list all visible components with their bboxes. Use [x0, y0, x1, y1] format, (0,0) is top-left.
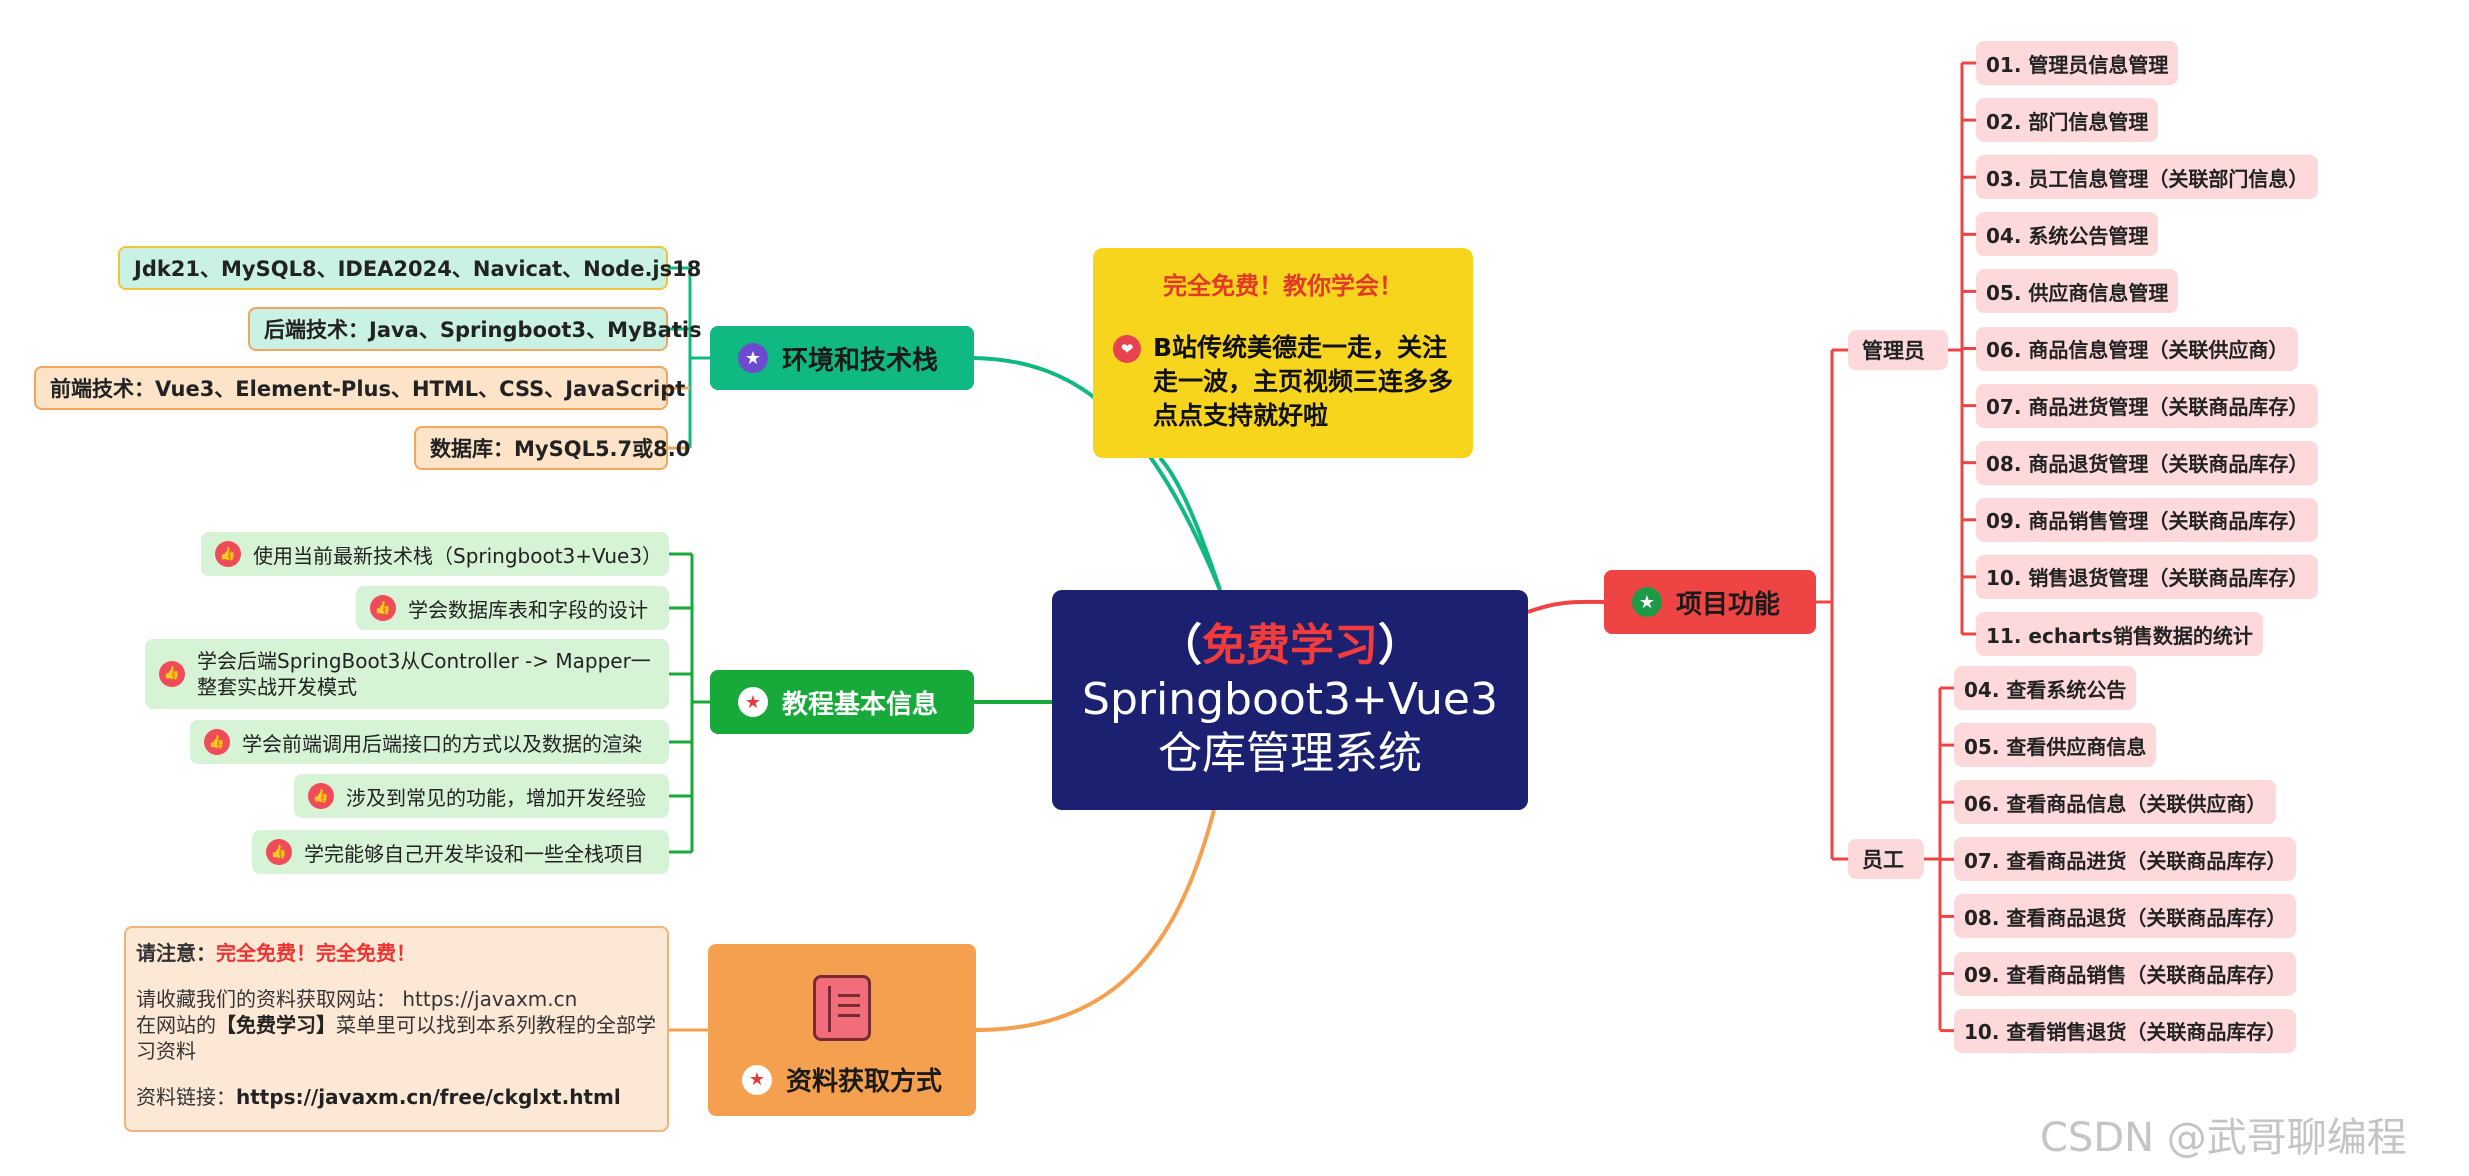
central-topic-line2: Springboot3+Vue3	[1082, 674, 1498, 725]
notebook-icon	[813, 975, 871, 1041]
thumbs-up-icon: 👍	[215, 541, 241, 567]
watermark: CSDN @武哥聊编程	[2040, 1115, 2407, 1161]
topic-features-label: 项目功能	[1676, 589, 1781, 620]
warn-free: 完全免费！完全免费！	[216, 941, 416, 965]
env-item-frontend[interactable]: 前端技术：Vue3、Element-Plus、HTML、CSS、JavaScri…	[34, 366, 685, 410]
admin-feature-item[interactable]: 04. 系统公告管理	[1976, 212, 2159, 257]
thumbs-up-icon: 👍	[308, 783, 334, 809]
employee-feature-item[interactable]: 07. 查看商品进货（关联商品库存）	[1954, 837, 2297, 882]
tutorial-item[interactable]: 👍涉及到常见的功能，增加开发经验	[294, 774, 669, 818]
admin-feature-item[interactable]: 06. 商品信息管理（关联供应商）	[1976, 326, 2299, 371]
star-icon: ★	[741, 1064, 772, 1095]
topic-tutorial-info[interactable]: ★ 教程基本信息	[710, 670, 974, 734]
employee-feature-item[interactable]: 08. 查看商品退货（关联商品库存）	[1954, 894, 2297, 939]
free-learning-label: 免费学习	[1202, 620, 1378, 671]
tutorial-item[interactable]: 👍学会前端调用后端接口的方式以及数据的渲染	[190, 720, 669, 764]
admin-feature-item[interactable]: 03. 员工信息管理（关联部门信息）	[1976, 155, 2319, 200]
thumbs-up-icon: 👍	[159, 661, 185, 687]
tutorial-item[interactable]: 👍使用当前最新技术栈（Springboot3+Vue3）	[201, 532, 669, 576]
note-headline: 完全免费！教你学会！	[1163, 272, 1403, 300]
admin-feature-item[interactable]: 08. 商品退货管理（关联商品库存）	[1976, 440, 2319, 485]
env-item-backend[interactable]: 后端技术：Java、Springboot3、MyBatis	[248, 307, 702, 351]
employee-feature-item[interactable]: 10. 查看销售退货（关联商品库存）	[1954, 1008, 2297, 1053]
topic-features[interactable]: ★ 项目功能	[1604, 570, 1816, 634]
thumbs-up-icon: 👍	[204, 729, 230, 755]
warn-label: 请注意：	[136, 941, 216, 965]
topic-resources-label: 资料获取方式	[785, 1067, 942, 1097]
admin-feature-item[interactable]: 05. 供应商信息管理	[1976, 269, 2179, 314]
employee-feature-item[interactable]: 05. 查看供应商信息	[1954, 723, 2157, 768]
star-icon: ★	[1632, 587, 1662, 617]
star-icon: ★	[738, 343, 768, 373]
tutorial-item[interactable]: 👍学会数据库表和字段的设计	[356, 586, 669, 630]
admin-feature-item[interactable]: 10. 销售退货管理（关联商品库存）	[1976, 554, 2319, 599]
thumbs-up-icon: 👍	[266, 839, 292, 865]
free-note-card: 完全免费！教你学会！ ❤ B站传统美德走一走，关注走一波，主页视频三连多多点点支…	[1093, 248, 1473, 458]
central-topic-line3: 仓库管理系统	[1158, 728, 1422, 779]
employee-feature-item[interactable]: 04. 查看系统公告	[1954, 666, 2137, 710]
employee-feature-item[interactable]: 09. 查看商品销售（关联商品库存）	[1954, 951, 2297, 996]
note-body: B站传统美德走一走，关注走一波，主页视频三连多多点点支持就好啦	[1153, 333, 1454, 430]
tutorial-item[interactable]: 👍学完能够自己开发毕设和一些全栈项目	[252, 830, 669, 874]
topic-environment[interactable]: ★ 环境和技术栈	[710, 326, 974, 390]
admin-feature-item[interactable]: 02. 部门信息管理	[1976, 98, 2159, 143]
env-item-tools[interactable]: Jdk21、MySQL8、IDEA2024、Navicat、Node.js18	[118, 246, 701, 290]
group-admin[interactable]: 管理员	[1848, 330, 1948, 370]
central-topic-line1: （免费学习）	[1158, 620, 1422, 671]
resource-details: 请注意：完全免费！完全免费！ 请收藏我们的资料获取网站： https://jav…	[124, 926, 669, 1132]
resource-link[interactable]: https://javaxm.cn/free/ckglxt.html	[236, 1085, 621, 1109]
thumbs-up-icon: 👍	[370, 595, 396, 621]
tutorial-item[interactable]: 👍学会后端SpringBoot3从Controller -> Mapper一整套…	[145, 639, 669, 709]
site-line: 请收藏我们的资料获取网站： https://javaxm.cn	[136, 987, 578, 1011]
employee-feature-item[interactable]: 06. 查看商品信息（关联供应商）	[1954, 780, 2277, 825]
heart-icon: ❤	[1113, 335, 1141, 363]
star-icon: ★	[738, 687, 768, 717]
topic-resources[interactable]: ★ 资料获取方式	[708, 944, 976, 1116]
admin-feature-item[interactable]: 09. 商品销售管理（关联商品库存）	[1976, 497, 2319, 542]
env-item-database[interactable]: 数据库：MySQL5.7或8.0	[414, 426, 690, 470]
topic-tutorial-label: 教程基本信息	[782, 689, 939, 720]
group-employee[interactable]: 员工	[1848, 839, 1924, 879]
central-topic: （免费学习） Springboot3+Vue3 仓库管理系统	[1052, 590, 1528, 810]
admin-feature-item[interactable]: 07. 商品进货管理（关联商品库存）	[1976, 383, 2319, 428]
admin-feature-item[interactable]: 11. echarts销售数据的统计	[1976, 612, 2263, 656]
admin-feature-item[interactable]: 01. 管理员信息管理	[1976, 41, 2179, 85]
topic-environment-label: 环境和技术栈	[782, 345, 939, 376]
